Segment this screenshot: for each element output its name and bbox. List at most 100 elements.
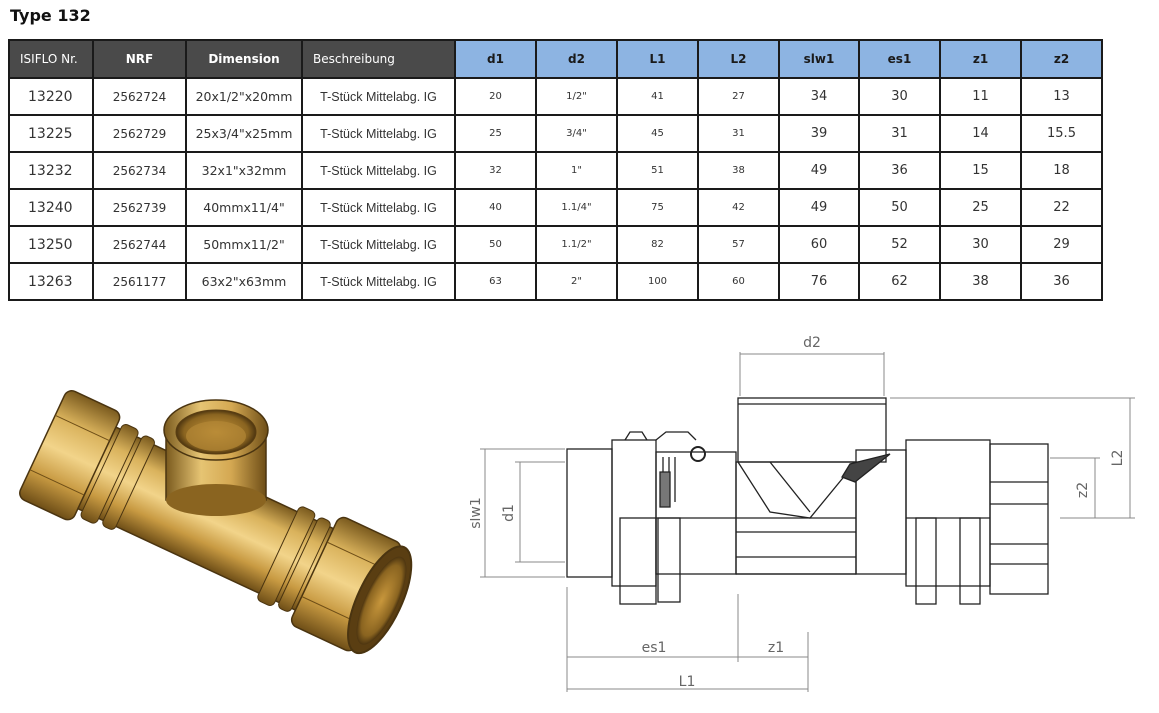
cell-slw1: 39 (778, 114, 860, 153)
cell-isiflo-nr: 13250 (8, 225, 94, 264)
label-es1: es1 (642, 640, 667, 656)
cell-dimension: 25x3/4"x25mm (185, 114, 303, 153)
cell-isiflo-nr: 13240 (8, 188, 94, 227)
cell-z1: 38 (939, 262, 1022, 301)
cell-z1: 14 (939, 114, 1022, 153)
table-row: 13220 2562724 20x1/2"x20mm T-Stück Mitte… (8, 77, 1103, 116)
header-z2: z2 (1020, 39, 1103, 79)
label-z1: z1 (768, 640, 784, 656)
cell-beschreibung: T-Stück Mittelabg. IG (301, 188, 456, 227)
cell-d1: 40 (454, 188, 537, 227)
table-row: 13263 2561177 63x2"x63mm T-Stück Mittela… (8, 262, 1103, 301)
cell-es1: 62 (858, 262, 941, 301)
cell-z2: 15.5 (1020, 114, 1103, 153)
cell-l1: 51 (616, 151, 699, 190)
cell-slw1: 34 (778, 77, 860, 116)
cell-d2: 2" (535, 262, 618, 301)
cell-d1: 50 (454, 225, 537, 264)
technical-drawing: d2 L2 z2 slw1 d1 es1 z1 L1 (470, 335, 1135, 692)
label-l2: L2 (1110, 450, 1126, 467)
page-title: Type 132 (10, 6, 91, 25)
cell-z1: 11 (939, 77, 1022, 116)
cell-beschreibung: T-Stück Mittelabg. IG (301, 225, 456, 264)
cell-es1: 36 (858, 151, 941, 190)
cell-z1: 30 (939, 225, 1022, 264)
cell-d1: 63 (454, 262, 537, 301)
table-row: 13232 2562734 32x1"x32mm T-Stück Mittela… (8, 151, 1103, 190)
dimension-lines (480, 352, 1135, 692)
cell-z2: 29 (1020, 225, 1103, 264)
cell-d2: 1.1/2" (535, 225, 618, 264)
cell-beschreibung: T-Stück Mittelabg. IG (301, 114, 456, 153)
cell-nrf: 2561177 (92, 262, 187, 301)
cell-slw1: 49 (778, 151, 860, 190)
label-slw1: slw1 (470, 497, 484, 529)
cell-d1: 20 (454, 77, 537, 116)
header-d2: d2 (535, 39, 618, 79)
cell-dimension: 50mmx11/2" (185, 225, 303, 264)
label-d2: d2 (803, 335, 821, 351)
cell-d2: 1" (535, 151, 618, 190)
cell-isiflo-nr: 13225 (8, 114, 94, 153)
table-header-row: ISIFLO Nr. NRF Dimension Beschreibung d1… (8, 39, 1103, 79)
cell-l1: 45 (616, 114, 699, 153)
cell-es1: 52 (858, 225, 941, 264)
cell-es1: 50 (858, 188, 941, 227)
table-row: 13225 2562729 25x3/4"x25mm T-Stück Mitte… (8, 114, 1103, 153)
fitting-outline (566, 397, 1049, 605)
header-d1: d1 (454, 39, 537, 79)
cell-nrf: 2562739 (92, 188, 187, 227)
cell-beschreibung: T-Stück Mittelabg. IG (301, 151, 456, 190)
cell-z1: 25 (939, 188, 1022, 227)
cell-l1: 75 (616, 188, 699, 227)
label-z2: z2 (1075, 482, 1091, 498)
header-dimension: Dimension (185, 39, 303, 79)
cell-d2: 1.1/4" (535, 188, 618, 227)
header-l1: L1 (616, 39, 699, 79)
cell-z1: 15 (939, 151, 1022, 190)
tee-body-shape (19, 390, 413, 655)
cell-z2: 18 (1020, 151, 1103, 190)
cell-isiflo-nr: 13220 (8, 77, 94, 116)
cell-l2: 42 (697, 188, 780, 227)
cell-nrf: 2562724 (92, 77, 187, 116)
cell-z2: 13 (1020, 77, 1103, 116)
label-d1: d1 (501, 504, 517, 522)
cell-z2: 36 (1020, 262, 1103, 301)
cell-d2: 1/2" (535, 77, 618, 116)
cell-d1: 32 (454, 151, 537, 190)
cell-dimension: 40mmx11/4" (185, 188, 303, 227)
cell-dimension: 63x2"x63mm (185, 262, 303, 301)
cell-nrf: 2562729 (92, 114, 187, 153)
cell-l2: 60 (697, 262, 780, 301)
table-row: 13250 2562744 50mmx11/2" T-Stück Mittela… (8, 225, 1103, 264)
cell-l2: 31 (697, 114, 780, 153)
cell-l1: 100 (616, 262, 699, 301)
cell-nrf: 2562734 (92, 151, 187, 190)
cell-isiflo-nr: 13232 (8, 151, 94, 190)
cell-slw1: 49 (778, 188, 860, 227)
branch-outlet-shape (163, 399, 269, 516)
label-l1: L1 (679, 674, 696, 690)
cell-dimension: 20x1/2"x20mm (185, 77, 303, 116)
header-isiflo-nr: ISIFLO Nr. (8, 39, 94, 79)
header-nrf: NRF (92, 39, 187, 79)
cell-es1: 30 (858, 77, 941, 116)
product-photo (19, 390, 413, 655)
cell-l2: 27 (697, 77, 780, 116)
cell-l2: 57 (697, 225, 780, 264)
cell-isiflo-nr: 13263 (8, 262, 94, 301)
header-z1: z1 (939, 39, 1022, 79)
cell-es1: 31 (858, 114, 941, 153)
spec-table: ISIFLO Nr. NRF Dimension Beschreibung d1… (8, 39, 1103, 301)
cell-l1: 82 (616, 225, 699, 264)
cell-z2: 22 (1020, 188, 1103, 227)
cell-nrf: 2562744 (92, 225, 187, 264)
table-row: 13240 2562739 40mmx11/4" T-Stück Mittela… (8, 188, 1103, 227)
header-l2: L2 (697, 39, 780, 79)
cell-d2: 3/4" (535, 114, 618, 153)
cell-dimension: 32x1"x32mm (185, 151, 303, 190)
cell-slw1: 76 (778, 262, 860, 301)
cell-l1: 41 (616, 77, 699, 116)
header-beschreibung: Beschreibung (301, 39, 456, 79)
